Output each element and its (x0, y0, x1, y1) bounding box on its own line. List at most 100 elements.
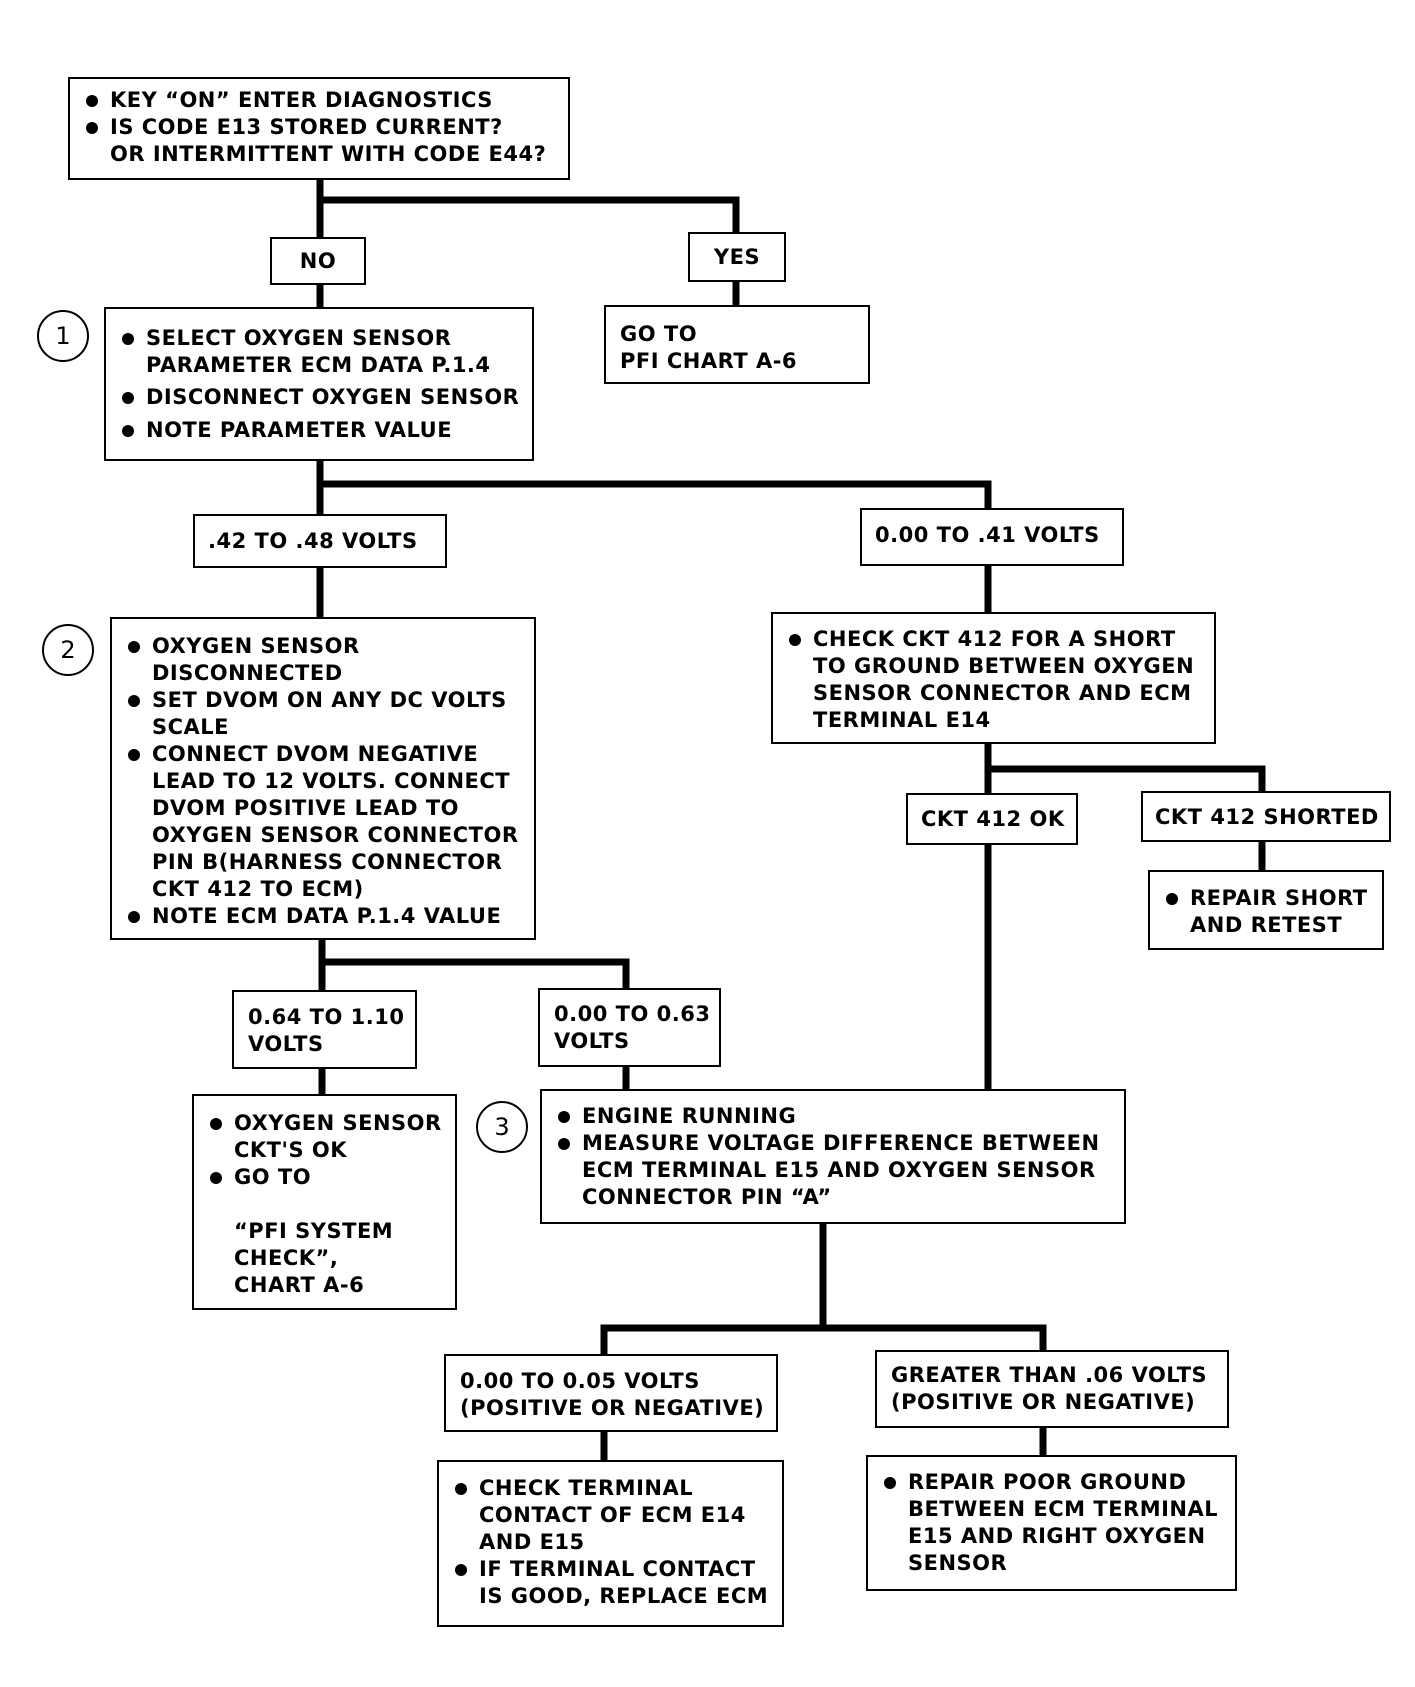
text-line: DVOM POSITIVE LEAD TO (152, 796, 460, 820)
branch-text: CKT 412 OK (921, 807, 1065, 831)
text-line: DISCONNECT OXYGEN SENSOR (146, 385, 520, 409)
text-line: REPAIR POOR GROUND (908, 1470, 1187, 1494)
text-line: GO TO (234, 1165, 312, 1189)
text-line: IF TERMINAL CONTACT (479, 1557, 756, 1581)
text-line: IS CODE E13 STORED CURRENT? (110, 115, 503, 139)
text-line: BETWEEN ECM TERMINAL (908, 1497, 1219, 1521)
text-line: TERMINAL E14 (813, 708, 991, 732)
step3-bullet-2: MEASURE VOLTAGE DIFFERENCE BETWEEN ECM T… (556, 1130, 1124, 1211)
text-line: CHECK CKT 412 FOR A SHORT (813, 627, 1176, 651)
text-line: “PFI SYSTEM (234, 1219, 394, 1243)
text-line: E15 AND RIGHT OXYGEN (908, 1524, 1206, 1548)
text-line: TO GROUND BETWEEN OXYGEN (813, 654, 1195, 678)
no-label: NO (270, 237, 366, 285)
step-1-box: SELECT OXYGEN SENSOR PARAMETER ECM DATA … (104, 307, 534, 461)
text-line: OR INTERMITTENT WITH CODE E44? (110, 142, 547, 166)
sensor-ok-bullet-2: GO TO “PFI SYSTEM CHECK”, CHART A-6 (208, 1164, 455, 1299)
branch-text: CKT 412 SHORTED (1155, 805, 1379, 829)
branch-ckt412-ok: CKT 412 OK (906, 793, 1078, 845)
text-line: PARAMETER ECM DATA P.1.4 (146, 353, 491, 377)
step3-bullet-1: ENGINE RUNNING (556, 1103, 1124, 1130)
branch-000-063-volts: 0.00 TO 0.63 VOLTS (538, 988, 721, 1067)
connector-step1 (316, 455, 992, 518)
step-3-number: 3 (494, 1113, 510, 1141)
text-line: OXYGEN SENSOR (152, 634, 360, 658)
check-terminal-box: CHECK TERMINAL CONTACT OF ECM E14 AND E1… (437, 1460, 784, 1627)
branch-000-041-volts: 0.00 TO .41 VOLTS (860, 508, 1124, 566)
text-line: MEASURE VOLTAGE DIFFERENCE BETWEEN (582, 1131, 1100, 1155)
step2-bullet-4: NOTE ECM DATA P.1.4 VALUE (126, 903, 534, 930)
step1-bullet-2: DISCONNECT OXYGEN SENSOR (120, 384, 532, 411)
branch-text: .42 TO .48 VOLTS (208, 529, 418, 553)
step2-bullet-1: OXYGEN SENSOR DISCONNECTED (126, 633, 534, 687)
text-line: AND RETEST (1190, 913, 1343, 937)
text-line: NOTE PARAMETER VALUE (146, 418, 453, 442)
step2-bullet-2: SET DVOM ON ANY DC VOLTS SCALE (126, 687, 534, 741)
goto-pfi-chart-box: GO TO PFI CHART A-6 (604, 305, 870, 384)
branch-text: (POSITIVE OR NEGATIVE) (891, 1390, 1196, 1414)
text-line: GO TO (620, 322, 698, 346)
step1-bullet-3: NOTE PARAMETER VALUE (120, 417, 532, 444)
check-terminal-bullet-1: CHECK TERMINAL CONTACT OF ECM E14 AND E1… (453, 1475, 782, 1556)
step2-bullet-3: CONNECT DVOM NEGATIVE LEAD TO 12 VOLTS. … (126, 741, 534, 903)
branch-text: 0.00 TO .41 VOLTS (875, 523, 1100, 547)
connector-start (316, 178, 740, 242)
text-line: CONNECTOR PIN “A” (582, 1185, 832, 1209)
text-line: OXYGEN SENSOR CONNECTOR (152, 823, 519, 847)
repair-ground-bullet: REPAIR POOR GROUND BETWEEN ECM TERMINAL … (882, 1469, 1235, 1577)
text-line: SCALE (152, 715, 230, 739)
text-line: SET DVOM ON ANY DC VOLTS (152, 688, 507, 712)
text-line: SENSOR (908, 1551, 1008, 1575)
step-3-marker: 3 (476, 1101, 528, 1153)
branch-064-110-volts: 0.64 TO 1.10 VOLTS (232, 990, 417, 1069)
connector-check (984, 738, 1266, 797)
repair-ground-box: REPAIR POOR GROUND BETWEEN ECM TERMINAL … (866, 1455, 1237, 1591)
no-text: NO (299, 249, 337, 273)
text-line: ECM TERMINAL E15 AND OXYGEN SENSOR (582, 1158, 1096, 1182)
text-line: CHECK”, (234, 1246, 339, 1270)
start-bullet-2: IS CODE E13 STORED CURRENT? OR INTERMITT… (84, 114, 558, 168)
branch-ckt412-shorted: CKT 412 SHORTED (1141, 791, 1391, 842)
text-line (234, 1191, 455, 1218)
check-terminal-bullet-2: IF TERMINAL CONTACT IS GOOD, REPLACE ECM (453, 1556, 782, 1610)
text-line: CONTACT OF ECM E14 (479, 1503, 746, 1527)
step-2-box: OXYGEN SENSOR DISCONNECTED SET DVOM ON A… (110, 617, 536, 940)
yes-text: YES (713, 245, 761, 269)
repair-short-box: REPAIR SHORT AND RETEST (1148, 870, 1384, 950)
branch-text: GREATER THAN .06 VOLTS (891, 1363, 1208, 1387)
sensor-ok-bullet-1: OXYGEN SENSOR CKT'S OK (208, 1110, 455, 1164)
text-line: CKT 412 TO ECM) (152, 877, 364, 901)
check-short-bullet: CHECK CKT 412 FOR A SHORT TO GROUND BETW… (787, 626, 1214, 734)
branch-text: 0.00 TO 0.63 (554, 1002, 711, 1026)
connector-step2 (318, 934, 630, 994)
connector-step3 (600, 1218, 1047, 1358)
repair-short-bullet: REPAIR SHORT AND RETEST (1164, 885, 1382, 939)
text-line: CONNECT DVOM NEGATIVE (152, 742, 479, 766)
text-line: CHECK TERMINAL (479, 1476, 694, 1500)
text-line: SENSOR CONNECTOR AND ECM (813, 681, 1192, 705)
text-line: OXYGEN SENSOR (234, 1111, 442, 1135)
text-line: CHART A-6 (234, 1273, 365, 1297)
sensor-ckts-ok-box: OXYGEN SENSOR CKT'S OK GO TO “PFI SYSTEM… (192, 1094, 457, 1310)
text-line: DISCONNECTED (152, 661, 343, 685)
branch-text: 0.64 TO 1.10 (248, 1005, 405, 1029)
text-line: SELECT OXYGEN SENSOR (146, 326, 452, 350)
yes-label: YES (688, 232, 786, 282)
text-line: AND E15 (479, 1530, 585, 1554)
text-line: NOTE ECM DATA P.1.4 VALUE (152, 904, 502, 928)
text-line: PFI CHART A-6 (620, 349, 798, 373)
branch-text: (POSITIVE OR NEGATIVE) (460, 1396, 765, 1420)
branch-000-005-volts: 0.00 TO 0.05 VOLTS (POSITIVE OR NEGATIVE… (444, 1354, 778, 1432)
step-1-number: 1 (55, 322, 71, 350)
step-1-marker: 1 (37, 310, 89, 362)
text-line: CKT'S OK (234, 1138, 347, 1162)
text-line: REPAIR SHORT (1190, 886, 1368, 910)
branch-gt-006-volts: GREATER THAN .06 VOLTS (POSITIVE OR NEGA… (875, 1350, 1229, 1428)
branch-text: 0.00 TO 0.05 VOLTS (460, 1369, 700, 1393)
branch-text: VOLTS (248, 1032, 324, 1056)
text-line: KEY “ON” ENTER DIAGNOSTICS (110, 88, 493, 112)
start-box: KEY “ON” ENTER DIAGNOSTICS IS CODE E13 S… (68, 77, 570, 180)
branch-042-048-volts: .42 TO .48 VOLTS (193, 514, 447, 568)
text-line: IS GOOD, REPLACE ECM (479, 1584, 769, 1608)
